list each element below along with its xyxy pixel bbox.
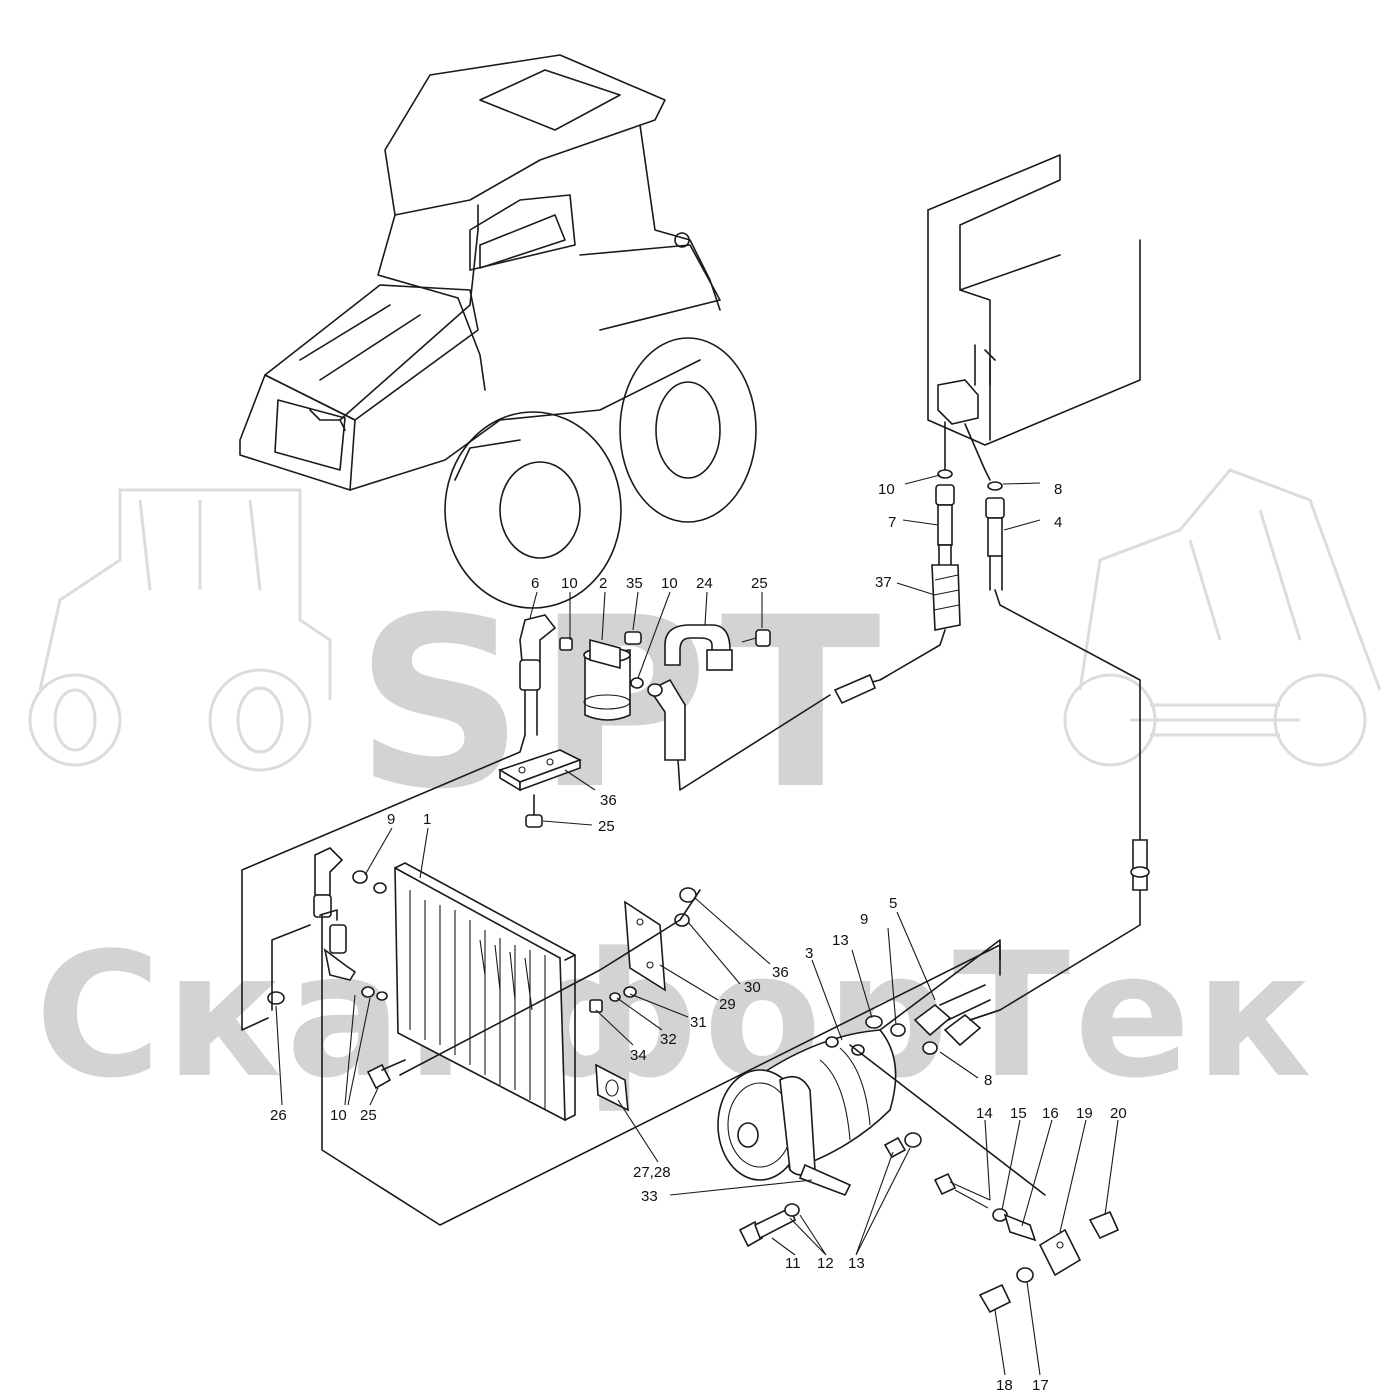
watermark: SPT СканфорТек [28,468,1382,1116]
callout-14: 14 [976,1105,993,1122]
elbow-lower-drier [647,678,686,761]
callout-1: 1 [423,811,431,828]
suction-line-joint [1132,839,1148,891]
callout-37: 37 [875,574,892,591]
mounting-bracket-29 [399,887,701,1076]
hose-4 [985,481,1005,591]
callout-25: 25 [751,575,768,592]
receiver-drier [559,637,644,721]
callout-29: 29 [719,996,736,1013]
elbow-6 [519,614,557,736]
bolt-11 [738,1203,800,1248]
callout-36: 36 [600,792,617,809]
callout-26: 26 [270,1107,287,1124]
callout-12: 12 [817,1255,834,1272]
callout-20: 20 [1110,1105,1127,1122]
plate-36 [498,749,583,792]
callout-25: 25 [598,818,615,835]
callout-10: 10 [561,575,578,592]
callout-9: 9 [860,911,868,928]
bolt-25b [525,794,543,828]
watermark-tractor-left-icon [28,488,332,772]
callout-4: 4 [1054,514,1062,531]
bolt-25c [366,1059,406,1090]
discharge-line [241,734,526,1031]
callout-13: 13 [848,1255,865,1272]
condenser [394,862,576,1122]
callout-17: 17 [1032,1377,1049,1394]
callout-18: 18 [996,1377,1013,1394]
tensioner-14-20 [933,1172,1120,1314]
callout-15: 15 [1010,1105,1027,1122]
leader-lines [275,474,1119,1376]
callout-34: 34 [630,1047,647,1064]
callout-7: 7 [888,514,896,531]
callout-9: 9 [387,811,395,828]
compressor [717,1015,938,1197]
bracket-24 [664,624,733,671]
callout-8: 8 [984,1072,992,1089]
compressor-hose-guides [849,939,1046,1196]
nut-13b [883,1132,922,1159]
callout-2: 2 [599,575,607,592]
callout-24: 24 [696,575,713,592]
callout-27-28: 27,28 [633,1164,671,1181]
callout-labels: 10 8 7 4 37 6 10 2 35 10 24 25 36 25 9 1… [270,481,1127,1394]
callout-3: 3 [805,945,813,962]
callout-30: 30 [744,979,761,996]
mounting-bracket-2728 [595,1063,629,1112]
callout-31: 31 [690,1014,707,1031]
evaporator-housing [927,154,1141,481]
bolt-25a [741,629,771,647]
callout-13: 13 [832,932,849,949]
callout-33: 33 [641,1188,658,1205]
callout-11: 11 [785,1255,801,1272]
callout-35: 35 [626,575,643,592]
watermark-name: СканфорТек [35,915,1316,1116]
callout-25: 25 [360,1107,377,1124]
fitting-35 [624,631,642,645]
callout-10: 10 [661,575,678,592]
callout-8: 8 [1054,481,1062,498]
callout-16: 16 [1042,1105,1059,1122]
watermark-excavator-right-icon [1063,468,1382,767]
callout-36: 36 [772,964,789,981]
machine-overview [239,54,757,609]
hose-7 [931,469,961,631]
callout-6: 6 [531,575,539,592]
hose-5 [913,984,991,1037]
hose-8b-fitting [943,1009,1001,1047]
callout-32: 32 [660,1031,677,1048]
callout-19: 19 [1076,1105,1093,1122]
callout-10: 10 [878,481,895,498]
callout-5: 5 [889,895,897,912]
callout-10: 10 [330,1107,347,1124]
